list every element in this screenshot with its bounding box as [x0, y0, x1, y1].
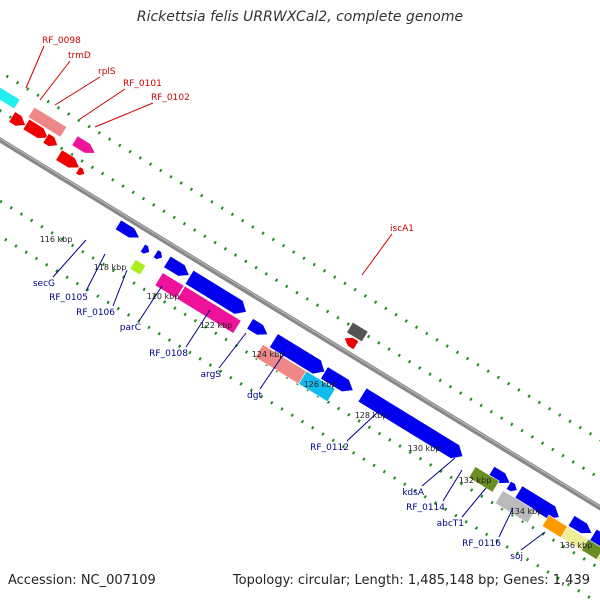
scale-tick-label: 120 kbp — [147, 292, 180, 301]
feature-rf0106 — [154, 272, 185, 299]
gene-label: abcT1 — [437, 519, 464, 529]
feature-parC — [184, 269, 247, 315]
feature-blue-j — [588, 528, 600, 552]
scale-tick-label: 132 kbp — [459, 476, 492, 485]
gene-label: RF_0105 — [49, 293, 88, 303]
leader-line — [259, 351, 286, 390]
feature-blue-c — [152, 249, 163, 260]
feature-soj-khaki-2 — [596, 548, 600, 577]
gene-label: RF_0101 — [123, 79, 162, 89]
leader-line — [498, 507, 514, 538]
scale-tick-label: 134 kbp — [510, 507, 543, 516]
accession-label: Accession: NC_007109 — [8, 573, 156, 588]
feature-dgt — [298, 370, 336, 403]
genome-backbone-highlight — [0, 117, 600, 537]
scale-tick-label: 118 kbp — [94, 263, 127, 272]
leader-line — [52, 239, 87, 278]
feature-red-small — [75, 166, 85, 176]
scale-tick-label: 124 kbp — [252, 350, 285, 359]
gene-label: iscA1 — [390, 224, 414, 234]
gene-label: RF_0106 — [76, 308, 115, 318]
feature-trmD — [71, 135, 96, 154]
leader-line — [442, 469, 463, 502]
feature-layer — [0, 68, 600, 600]
leader-line — [520, 531, 546, 551]
gene-label: RF_0098 — [42, 36, 81, 46]
feature-blue-b — [139, 243, 150, 255]
leader-line — [218, 332, 247, 369]
scale-tick-label: 128 kbp — [355, 411, 388, 420]
leader-line — [346, 409, 381, 442]
leader-line — [85, 253, 106, 292]
feature-blue-a — [114, 219, 140, 239]
feature-secG — [129, 259, 147, 276]
scale-tick-label: 136 kbp — [560, 541, 593, 550]
feature-blue-f — [320, 366, 354, 393]
map-title: Rickettsia felis URRWXCal2, complete gen… — [136, 9, 464, 25]
leader-line — [461, 487, 487, 518]
feature-gray-iscA1 — [346, 321, 369, 343]
scale-tick-label: 116 kbp — [40, 235, 73, 244]
gene-label: dgt — [247, 391, 262, 401]
gene-label: RF_0102 — [151, 93, 190, 103]
gene-label: kdsA — [402, 488, 425, 498]
feature-red-iscA1 — [343, 337, 360, 351]
feature-red-2 — [22, 118, 49, 139]
tick-ring-1 — [0, 68, 600, 489]
scale-tick-label: 126 kbp — [304, 380, 337, 389]
leader-line — [361, 233, 393, 276]
feature-rf0102 — [55, 149, 80, 169]
gene-label: trmD — [68, 51, 91, 61]
feature-red-3 — [42, 133, 59, 147]
feature-blue-i — [567, 515, 593, 534]
feature-blue-e — [246, 318, 269, 336]
feature-rf0112 — [357, 387, 464, 459]
gene-label: argS — [201, 370, 222, 380]
feature-blue-d — [163, 255, 190, 277]
gene-label: secG — [33, 279, 55, 289]
gene-label: RF_0114 — [406, 503, 445, 513]
leader-line — [79, 88, 126, 120]
leader-line — [94, 102, 154, 128]
feature-blue-h — [505, 480, 518, 492]
leader-line — [25, 45, 45, 89]
scale-tick-label: 130 kbp — [408, 444, 441, 453]
feature-cyan-start — [0, 85, 21, 110]
leader-line — [39, 60, 71, 101]
tick-ring-2 — [0, 96, 600, 518]
gene-label: RF_0116 — [462, 539, 501, 549]
gene-label: soj — [510, 552, 523, 562]
leader-line — [421, 457, 456, 487]
feature-kdsA — [468, 466, 500, 493]
tick-ring-4 — [0, 187, 600, 600]
tick-ring-3 — [0, 162, 600, 583]
feature-red-1 — [8, 111, 26, 127]
leader-line — [112, 269, 128, 307]
leader-line — [185, 309, 211, 348]
feature-rf0108 — [176, 285, 242, 334]
scale-labels: 116 kbp 118 kbp 120 kbp 122 kbp 124 kbp 126 k… — [40, 235, 593, 550]
gene-label: parC — [120, 323, 141, 333]
leader-line — [54, 76, 101, 106]
feature-rf0098 — [27, 106, 68, 138]
gene-label: RF_0112 — [310, 443, 349, 453]
topology-label: Topology: circular; Length: 1,485,148 bp… — [232, 573, 590, 588]
feature-rf0114 — [494, 490, 536, 524]
genome-backbone — [0, 116, 600, 540]
leader-line — [138, 285, 163, 322]
gene-label: rplS — [98, 67, 116, 77]
scale-tick-label: 122 kbp — [200, 321, 233, 330]
gene-label: RF_0108 — [149, 349, 188, 359]
feature-argS — [268, 333, 326, 375]
